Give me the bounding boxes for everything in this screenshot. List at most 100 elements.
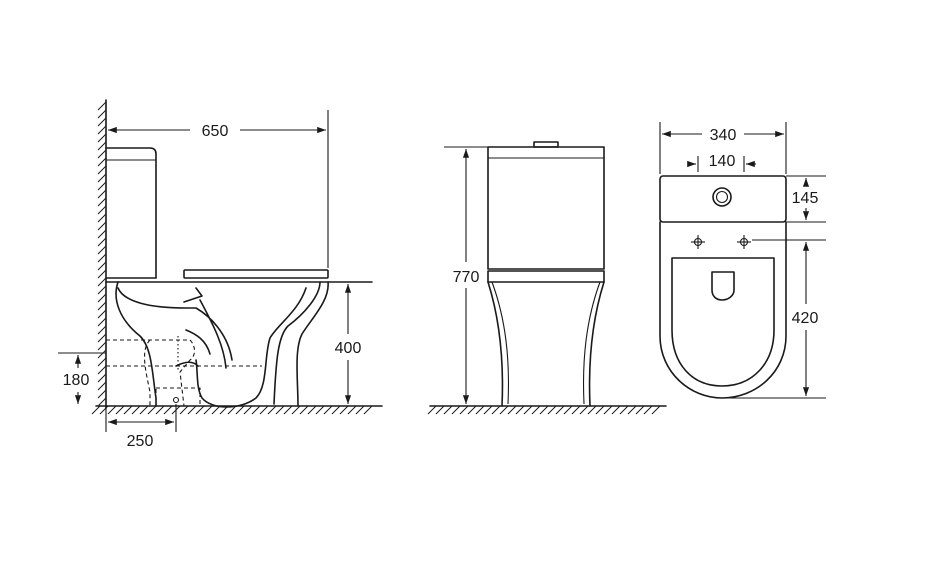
top-fixing-hole-left xyxy=(691,235,705,249)
hatch-stroke xyxy=(97,341,107,351)
hatch-stroke xyxy=(97,261,107,271)
hatch-stroke xyxy=(523,405,533,415)
hatch-stroke xyxy=(97,309,107,319)
top-view: 340 140 145 420 xyxy=(659,122,826,399)
hatch-stroke xyxy=(467,405,477,415)
hatch-stroke xyxy=(539,405,549,415)
top-fixing-hole-right xyxy=(737,235,751,249)
hatch-stroke xyxy=(315,405,325,415)
dim-180-label: 180 xyxy=(63,372,90,389)
hatch-stroke xyxy=(97,365,107,375)
side-view: 650 400 180 250 xyxy=(58,99,383,450)
hatch-stroke xyxy=(627,405,637,415)
hatch-stroke xyxy=(651,405,661,415)
hatch-stroke xyxy=(203,405,213,415)
hatch-stroke xyxy=(483,405,493,415)
dim-145-label: 145 xyxy=(792,190,819,207)
hatch-stroke xyxy=(91,405,101,415)
hatch-stroke xyxy=(587,405,597,415)
side-bowl-inner xyxy=(117,287,233,369)
hatch-stroke xyxy=(459,405,469,415)
hatch-stroke xyxy=(235,405,245,415)
hatch-stroke xyxy=(291,405,301,415)
hatch-stroke xyxy=(97,133,107,143)
hatch-stroke xyxy=(97,189,107,199)
hatch-stroke xyxy=(97,325,107,335)
hatch-stroke xyxy=(97,285,107,295)
hatch-stroke xyxy=(97,293,107,303)
side-wall-hatching xyxy=(97,101,107,407)
side-outlet-pipe-hidden xyxy=(106,339,262,407)
hatch-stroke xyxy=(563,405,573,415)
top-flush-button-inner xyxy=(715,190,729,204)
hatch-stroke xyxy=(97,269,107,279)
hatch-stroke xyxy=(97,165,107,175)
hatch-stroke xyxy=(97,333,107,343)
hatch-stroke xyxy=(97,253,107,263)
hatch-stroke xyxy=(555,405,565,415)
hatch-stroke xyxy=(595,405,605,415)
hatch-stroke xyxy=(97,349,107,359)
hatch-stroke xyxy=(187,405,197,415)
hatch-stroke xyxy=(97,101,107,111)
side-seat-lid xyxy=(183,269,329,279)
top-flush-button-outer xyxy=(712,187,732,207)
top-bowl-drain xyxy=(711,271,735,301)
dim-340-label: 340 xyxy=(710,127,737,144)
hatch-stroke xyxy=(443,405,453,415)
hatch-stroke xyxy=(97,141,107,151)
hatch-stroke xyxy=(515,405,525,415)
top-bowl-outer xyxy=(659,221,787,399)
hatch-stroke xyxy=(243,405,253,415)
hatch-stroke xyxy=(99,405,109,415)
front-floor-hatching xyxy=(427,405,661,415)
dim-400-label: 400 xyxy=(335,340,362,357)
hatch-stroke xyxy=(195,405,205,415)
hatch-stroke xyxy=(427,405,437,415)
hatch-stroke xyxy=(635,405,645,415)
dim-420-label: 420 xyxy=(792,310,819,327)
hatch-stroke xyxy=(355,405,365,415)
hatch-stroke xyxy=(97,221,107,231)
hatch-stroke xyxy=(275,405,285,415)
side-outlet-flange-hidden xyxy=(155,387,201,407)
front-view: 770 xyxy=(427,141,667,415)
hatch-stroke xyxy=(97,149,107,159)
hatch-stroke xyxy=(97,373,107,383)
hatch-stroke xyxy=(507,405,517,415)
hatch-stroke xyxy=(307,405,317,415)
hatch-stroke xyxy=(97,125,107,135)
hatch-stroke xyxy=(475,405,485,415)
hatch-stroke xyxy=(97,181,107,191)
hatch-stroke xyxy=(211,405,221,415)
hatch-stroke xyxy=(97,317,107,327)
front-tank xyxy=(487,146,605,270)
hatch-stroke xyxy=(97,229,107,239)
hatch-stroke xyxy=(139,405,149,415)
hatch-stroke xyxy=(115,405,125,415)
hatch-stroke xyxy=(579,405,589,415)
hatch-stroke xyxy=(451,405,461,415)
side-floor-bolt xyxy=(172,396,180,404)
hatch-stroke xyxy=(547,405,557,415)
front-pedestal-right-inner xyxy=(582,281,601,405)
hatch-stroke xyxy=(131,405,141,415)
top-tank xyxy=(659,175,787,223)
top-bowl-opening xyxy=(671,257,775,387)
hatch-stroke xyxy=(107,405,117,415)
dim-140-label: 140 xyxy=(709,153,736,170)
hatch-stroke xyxy=(97,109,107,119)
front-pedestal-right xyxy=(588,281,605,407)
hatch-stroke xyxy=(347,405,357,415)
side-bowl-front-inner xyxy=(273,281,321,405)
hatch-stroke xyxy=(435,405,445,415)
hatch-stroke xyxy=(97,357,107,367)
hatch-stroke xyxy=(97,205,107,215)
hatch-stroke xyxy=(491,405,501,415)
hatch-stroke xyxy=(97,197,107,207)
hatch-stroke xyxy=(97,389,107,399)
hatch-stroke xyxy=(299,405,309,415)
hatch-stroke xyxy=(619,405,629,415)
hatch-stroke xyxy=(97,245,107,255)
